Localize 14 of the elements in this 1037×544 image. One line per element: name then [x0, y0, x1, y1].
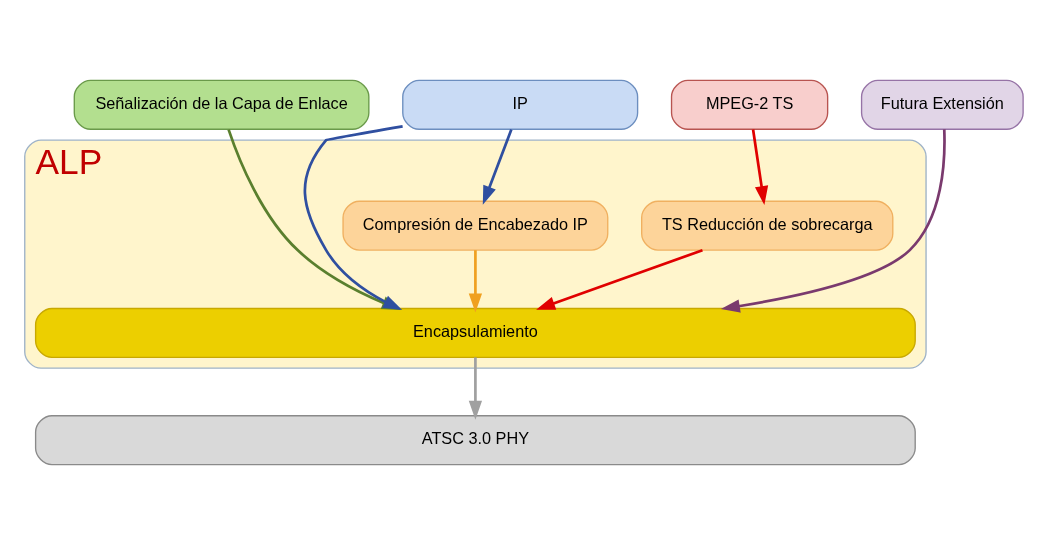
arrow [720, 128, 946, 313]
arrow [468, 249, 483, 313]
arrow [536, 248, 703, 310]
arrow [751, 128, 769, 205]
arrow [468, 356, 483, 420]
node-box: MPEG-2 TS [670, 79, 829, 130]
arrow [482, 128, 513, 205]
node-box: Futura Extensión [860, 79, 1024, 130]
node-box: TS Reducción de sobrecarga [641, 200, 894, 251]
node-box: ATSC 3.0 PHY [34, 414, 916, 465]
node-box: Compresión de Encabezado IP [342, 200, 609, 251]
node-box: Encapsulamiento [34, 307, 916, 358]
node-box: IP [402, 79, 639, 130]
node-box: Señalización de la Capa de Enlace [73, 79, 370, 130]
